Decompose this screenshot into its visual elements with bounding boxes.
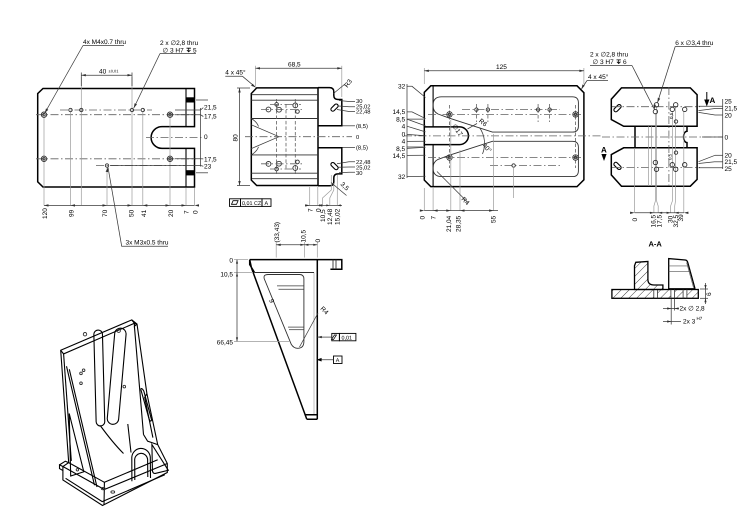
svg-text:80: 80 [233,134,240,142]
svg-text:32: 32 [398,83,406,90]
svg-text:40: 40 [99,69,107,76]
svg-text:17,5: 17,5 [204,156,217,163]
svg-text:4 x 45°: 4 x 45° [588,74,609,81]
svg-text:25: 25 [725,166,733,173]
svg-text:(33,43): (33,43) [274,222,281,243]
svg-text:R4: R4 [319,305,330,316]
svg-text:10,5: 10,5 [301,229,308,242]
svg-text:±0,01: ±0,01 [109,69,120,74]
svg-text:∅ 3 H7: ∅ 3 H7 [163,47,185,54]
svg-text:(8,5): (8,5) [356,145,368,152]
svg-text:2x ∅ 2,8: 2x ∅ 2,8 [680,306,706,313]
svg-text:A: A [265,201,269,207]
svg-text:9: 9 [267,298,275,304]
svg-text:H7: H7 [697,316,703,321]
svg-text:21,5: 21,5 [204,105,217,112]
svg-text:4 x 45°: 4 x 45° [225,70,246,77]
svg-text:2 x ∅2,8 thru: 2 x ∅2,8 thru [160,40,199,47]
svg-text:120: 120 [42,208,49,219]
svg-text:28,35: 28,35 [456,215,463,232]
svg-text:6: 6 [706,292,713,296]
svg-text:14,5: 14,5 [393,109,406,116]
svg-text:39: 39 [678,214,685,222]
svg-text:17,5: 17,5 [204,114,217,121]
svg-text:0,01: 0,01 [342,335,353,341]
svg-text:32: 32 [398,174,406,181]
svg-text:R4: R4 [460,196,471,207]
svg-text:A: A [601,146,607,155]
svg-text:16,5: 16,5 [651,214,658,227]
svg-text:25: 25 [725,99,733,106]
svg-text:25,02: 25,02 [356,164,371,171]
svg-text:66,45: 66,45 [217,340,234,347]
svg-text:0: 0 [316,208,323,212]
svg-text:6 x ∅3,4 thru: 6 x ∅3,4 thru [675,40,714,47]
svg-text:A-A: A-A [649,239,663,248]
svg-text:68,5: 68,5 [288,62,301,69]
svg-text:0,5: 0,5 [668,153,673,160]
svg-text:0: 0 [725,134,729,141]
svg-text:6: 6 [623,59,627,66]
svg-text:0: 0 [632,218,639,222]
svg-text:2x 3: 2x 3 [683,318,696,325]
svg-text:4: 4 [402,139,406,146]
svg-text:125: 125 [496,64,507,71]
svg-text:7: 7 [184,210,191,214]
svg-text:41: 41 [141,209,148,217]
svg-text:7: 7 [431,216,438,220]
svg-text:30: 30 [668,215,675,223]
svg-text:3,5: 3,5 [339,181,351,193]
svg-text:50: 50 [129,209,136,217]
svg-text:25,02: 25,02 [356,103,371,110]
svg-text:4x M4x0.7 thru: 4x M4x0.7 thru [83,39,126,46]
svg-text:0: 0 [193,210,200,214]
svg-text:(8,5): (8,5) [356,123,368,130]
svg-text:R6: R6 [477,118,488,129]
svg-text:R3: R3 [343,78,354,89]
svg-text:0: 0 [229,257,233,264]
svg-text:21,5: 21,5 [725,106,738,113]
svg-text:22,48: 22,48 [356,159,371,166]
svg-text:2 x ∅2,8 thru: 2 x ∅2,8 thru [590,52,629,59]
svg-text:0: 0 [356,134,359,141]
svg-text:14,5: 14,5 [393,153,406,160]
svg-text:30: 30 [356,170,362,177]
svg-text:5: 5 [193,47,197,54]
svg-text:55: 55 [491,215,498,223]
svg-text:10,5: 10,5 [320,209,327,222]
svg-text:17,5: 17,5 [657,214,664,227]
svg-text:32,5: 32,5 [673,214,680,227]
svg-text:20: 20 [725,153,733,160]
svg-text:23: 23 [204,164,212,171]
svg-text:3x M3x0.5 thru: 3x M3x0.5 thru [126,239,169,246]
svg-text:0: 0 [420,216,427,220]
svg-text:10,5: 10,5 [220,272,233,279]
svg-text:30: 30 [356,98,362,105]
svg-text:21,5: 21,5 [725,159,738,166]
svg-text:0,01 CZ: 0,01 CZ [242,201,262,207]
svg-text:0: 0 [204,134,208,141]
svg-text:22,48: 22,48 [356,108,371,115]
svg-text:20: 20 [168,209,175,217]
svg-text:70: 70 [102,209,109,217]
svg-text:21,04: 21,04 [446,215,453,232]
svg-text:∅ 3 H7: ∅ 3 H7 [593,59,615,66]
svg-text:4: 4 [402,124,406,131]
svg-text:12,48: 12,48 [327,208,334,225]
svg-text:8,5: 8,5 [396,146,405,153]
svg-text:A: A [710,96,716,105]
svg-text:8,5: 8,5 [396,116,405,123]
svg-text:7: 7 [308,208,315,212]
svg-text:0,5: 0,5 [669,112,674,119]
svg-text:20: 20 [725,113,733,120]
svg-text:15,02: 15,02 [335,208,342,225]
svg-text:A: A [336,358,340,364]
svg-text:0: 0 [402,132,406,139]
svg-text:99: 99 [69,209,76,217]
svg-text:0: 0 [315,239,322,243]
